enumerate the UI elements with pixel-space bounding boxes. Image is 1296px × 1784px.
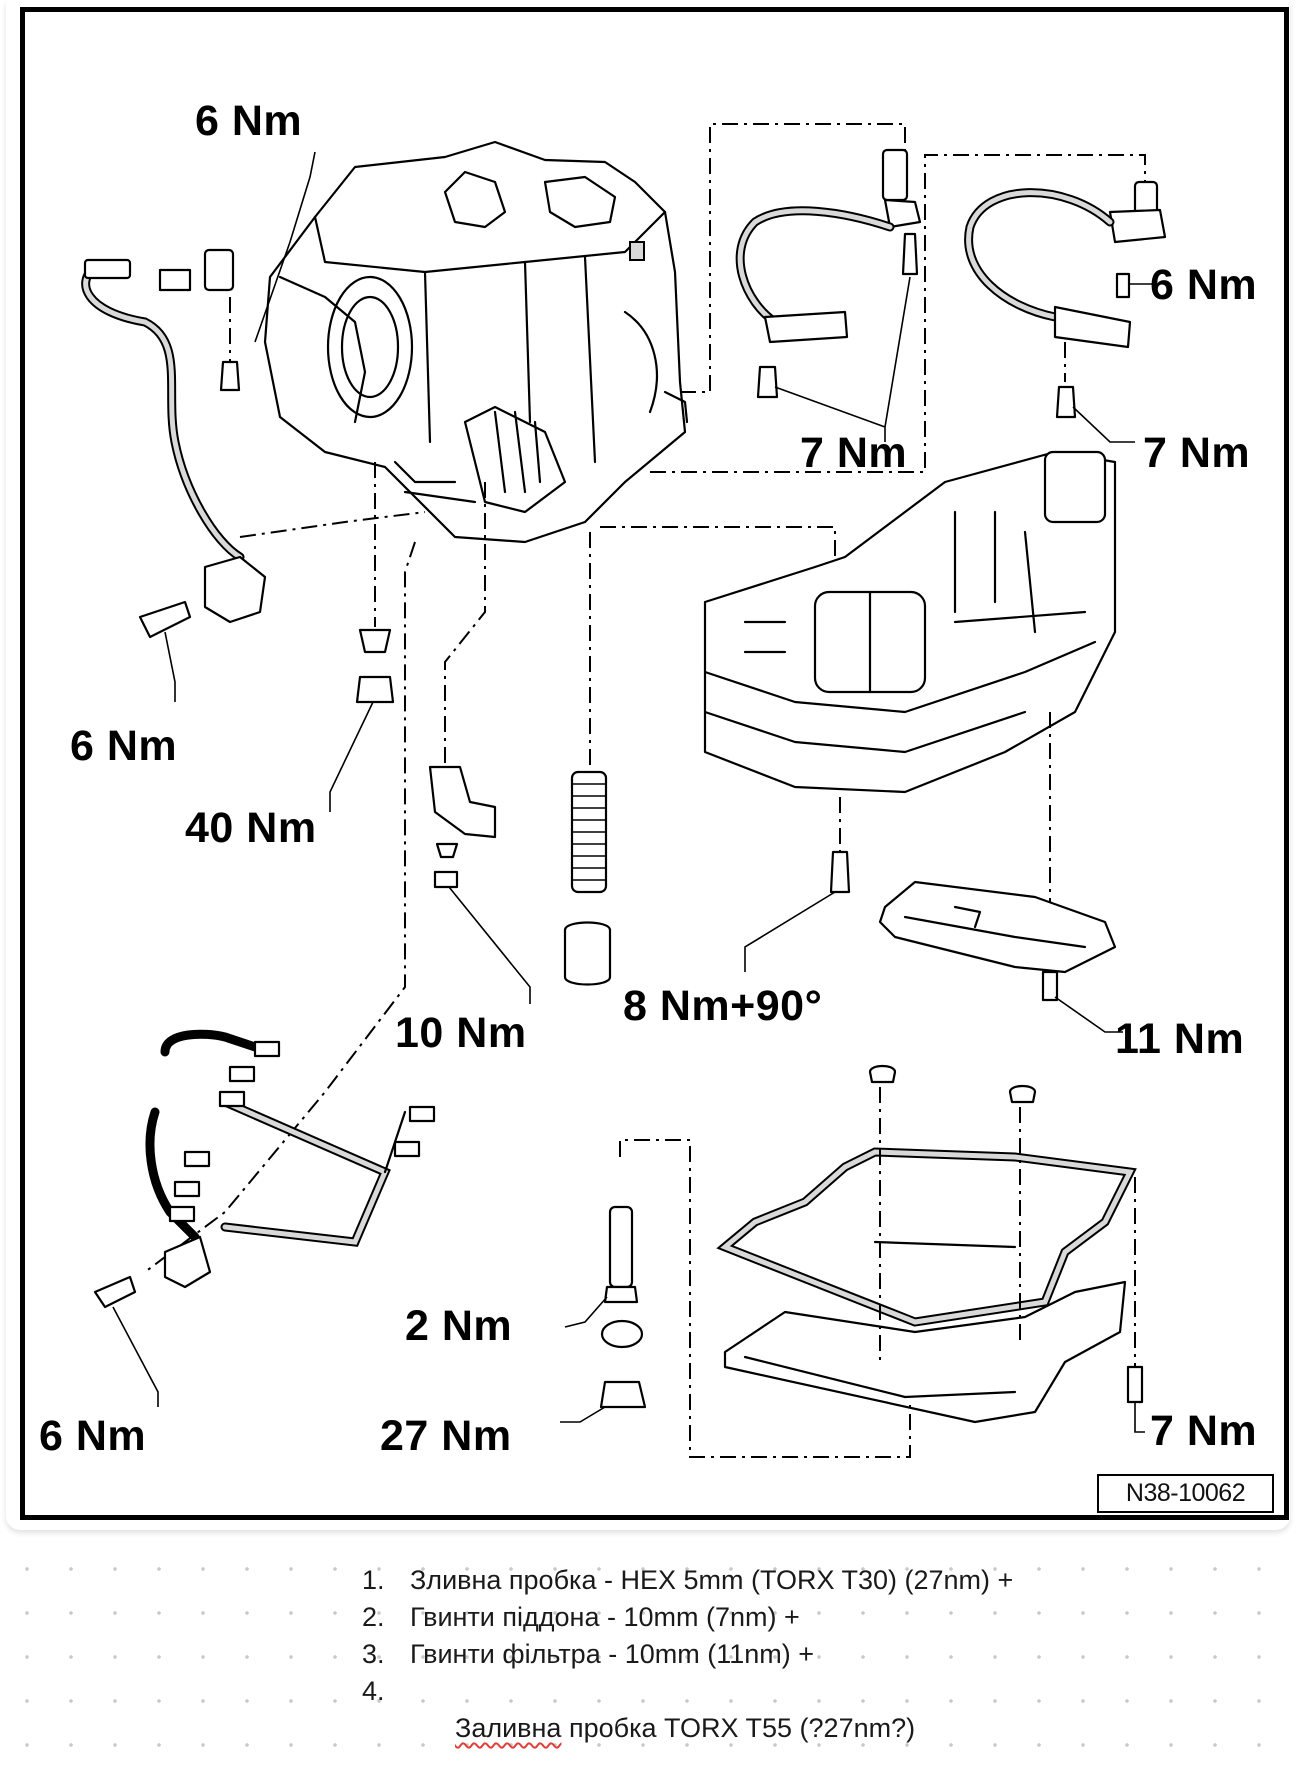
torque-label: 27 Nm — [380, 1412, 512, 1460]
note-number: 1. — [362, 1565, 385, 1595]
note-text: Зливна пробка - HEX 5mm (TORX T30) (27nm… — [410, 1565, 1014, 1595]
speed-sensor-cable-middle — [735, 148, 922, 442]
leader-left-6nm — [164, 631, 176, 702]
spellcheck-flagged-word[interactable]: Заливна — [455, 1713, 562, 1743]
transmission-housing — [263, 123, 1146, 557]
note-item[interactable]: 1. Зливна пробка - HEX 5mm (TORX T30) (2… — [362, 1562, 1013, 1599]
note-number: 2. — [362, 1602, 385, 1632]
torque-label: 6 Nm — [70, 722, 178, 770]
torque-label: 7 Nm — [1150, 1407, 1258, 1455]
wiring-harness — [93, 1029, 436, 1407]
note-text: пробка TORX T55 (?27nm?) — [561, 1713, 916, 1743]
torque-label: 7 Nm — [1143, 429, 1251, 477]
torque-label: 8 Nm+90° — [623, 982, 823, 1030]
torque-label: 2 Nm — [405, 1302, 513, 1350]
torque-label: 11 Nm — [1115, 1015, 1245, 1063]
oil-filter — [744, 850, 1123, 1033]
speed-sensor-cable-left — [81, 248, 426, 639]
diagram-frame: .ln{fill:none;stroke:#000;stroke-width:2… — [20, 7, 1289, 1520]
note-number: 3. — [362, 1639, 385, 1669]
note-item[interactable]: 3. Гвинти фільтра - 10mm (11nm) + — [362, 1636, 1013, 1673]
note-item[interactable]: 2. Гвинти піддона - 10mm (7nm) + — [362, 1599, 1013, 1636]
note-number: 4. — [362, 1676, 385, 1706]
torque-label: 40 Nm — [185, 804, 317, 852]
torque-label: 10 Nm — [395, 1009, 527, 1057]
torque-label: 6 Nm — [39, 1412, 147, 1460]
speed-sensor-cable-right — [964, 180, 1167, 443]
note-text: Гвинти фільтра - 10mm (11nm) + — [410, 1639, 815, 1669]
leader-top-left — [254, 151, 316, 343]
torque-label: 6 Nm — [195, 97, 303, 145]
selector-bracket — [144, 462, 531, 1273]
oil-pan-and-gasket — [716, 1064, 1145, 1433]
notes-list: 1. Зливна пробка - HEX 5mm (TORX T30) (2… — [362, 1562, 1013, 1743]
note-item[interactable]: 4. Заливна пробка TORX T55 (?27nm?) — [362, 1673, 1013, 1743]
valve-body — [703, 450, 1117, 952]
diagram-card: .ln{fill:none;stroke:#000;stroke-width:2… — [6, 0, 1290, 1530]
overflow-tube-and-drain-plug — [560, 1139, 911, 1458]
spring-and-piston — [563, 532, 612, 986]
torque-label: 7 Nm — [800, 429, 908, 477]
exploded-view-drawing: .ln{fill:none;stroke:#000;stroke-width:2… — [81, 123, 1167, 1458]
note-text: Гвинти піддона - 10mm (7nm) + — [410, 1602, 800, 1632]
drawing-reference-code: N38-10062 — [1097, 1474, 1274, 1513]
torque-label: 6 Nm — [1150, 261, 1258, 309]
